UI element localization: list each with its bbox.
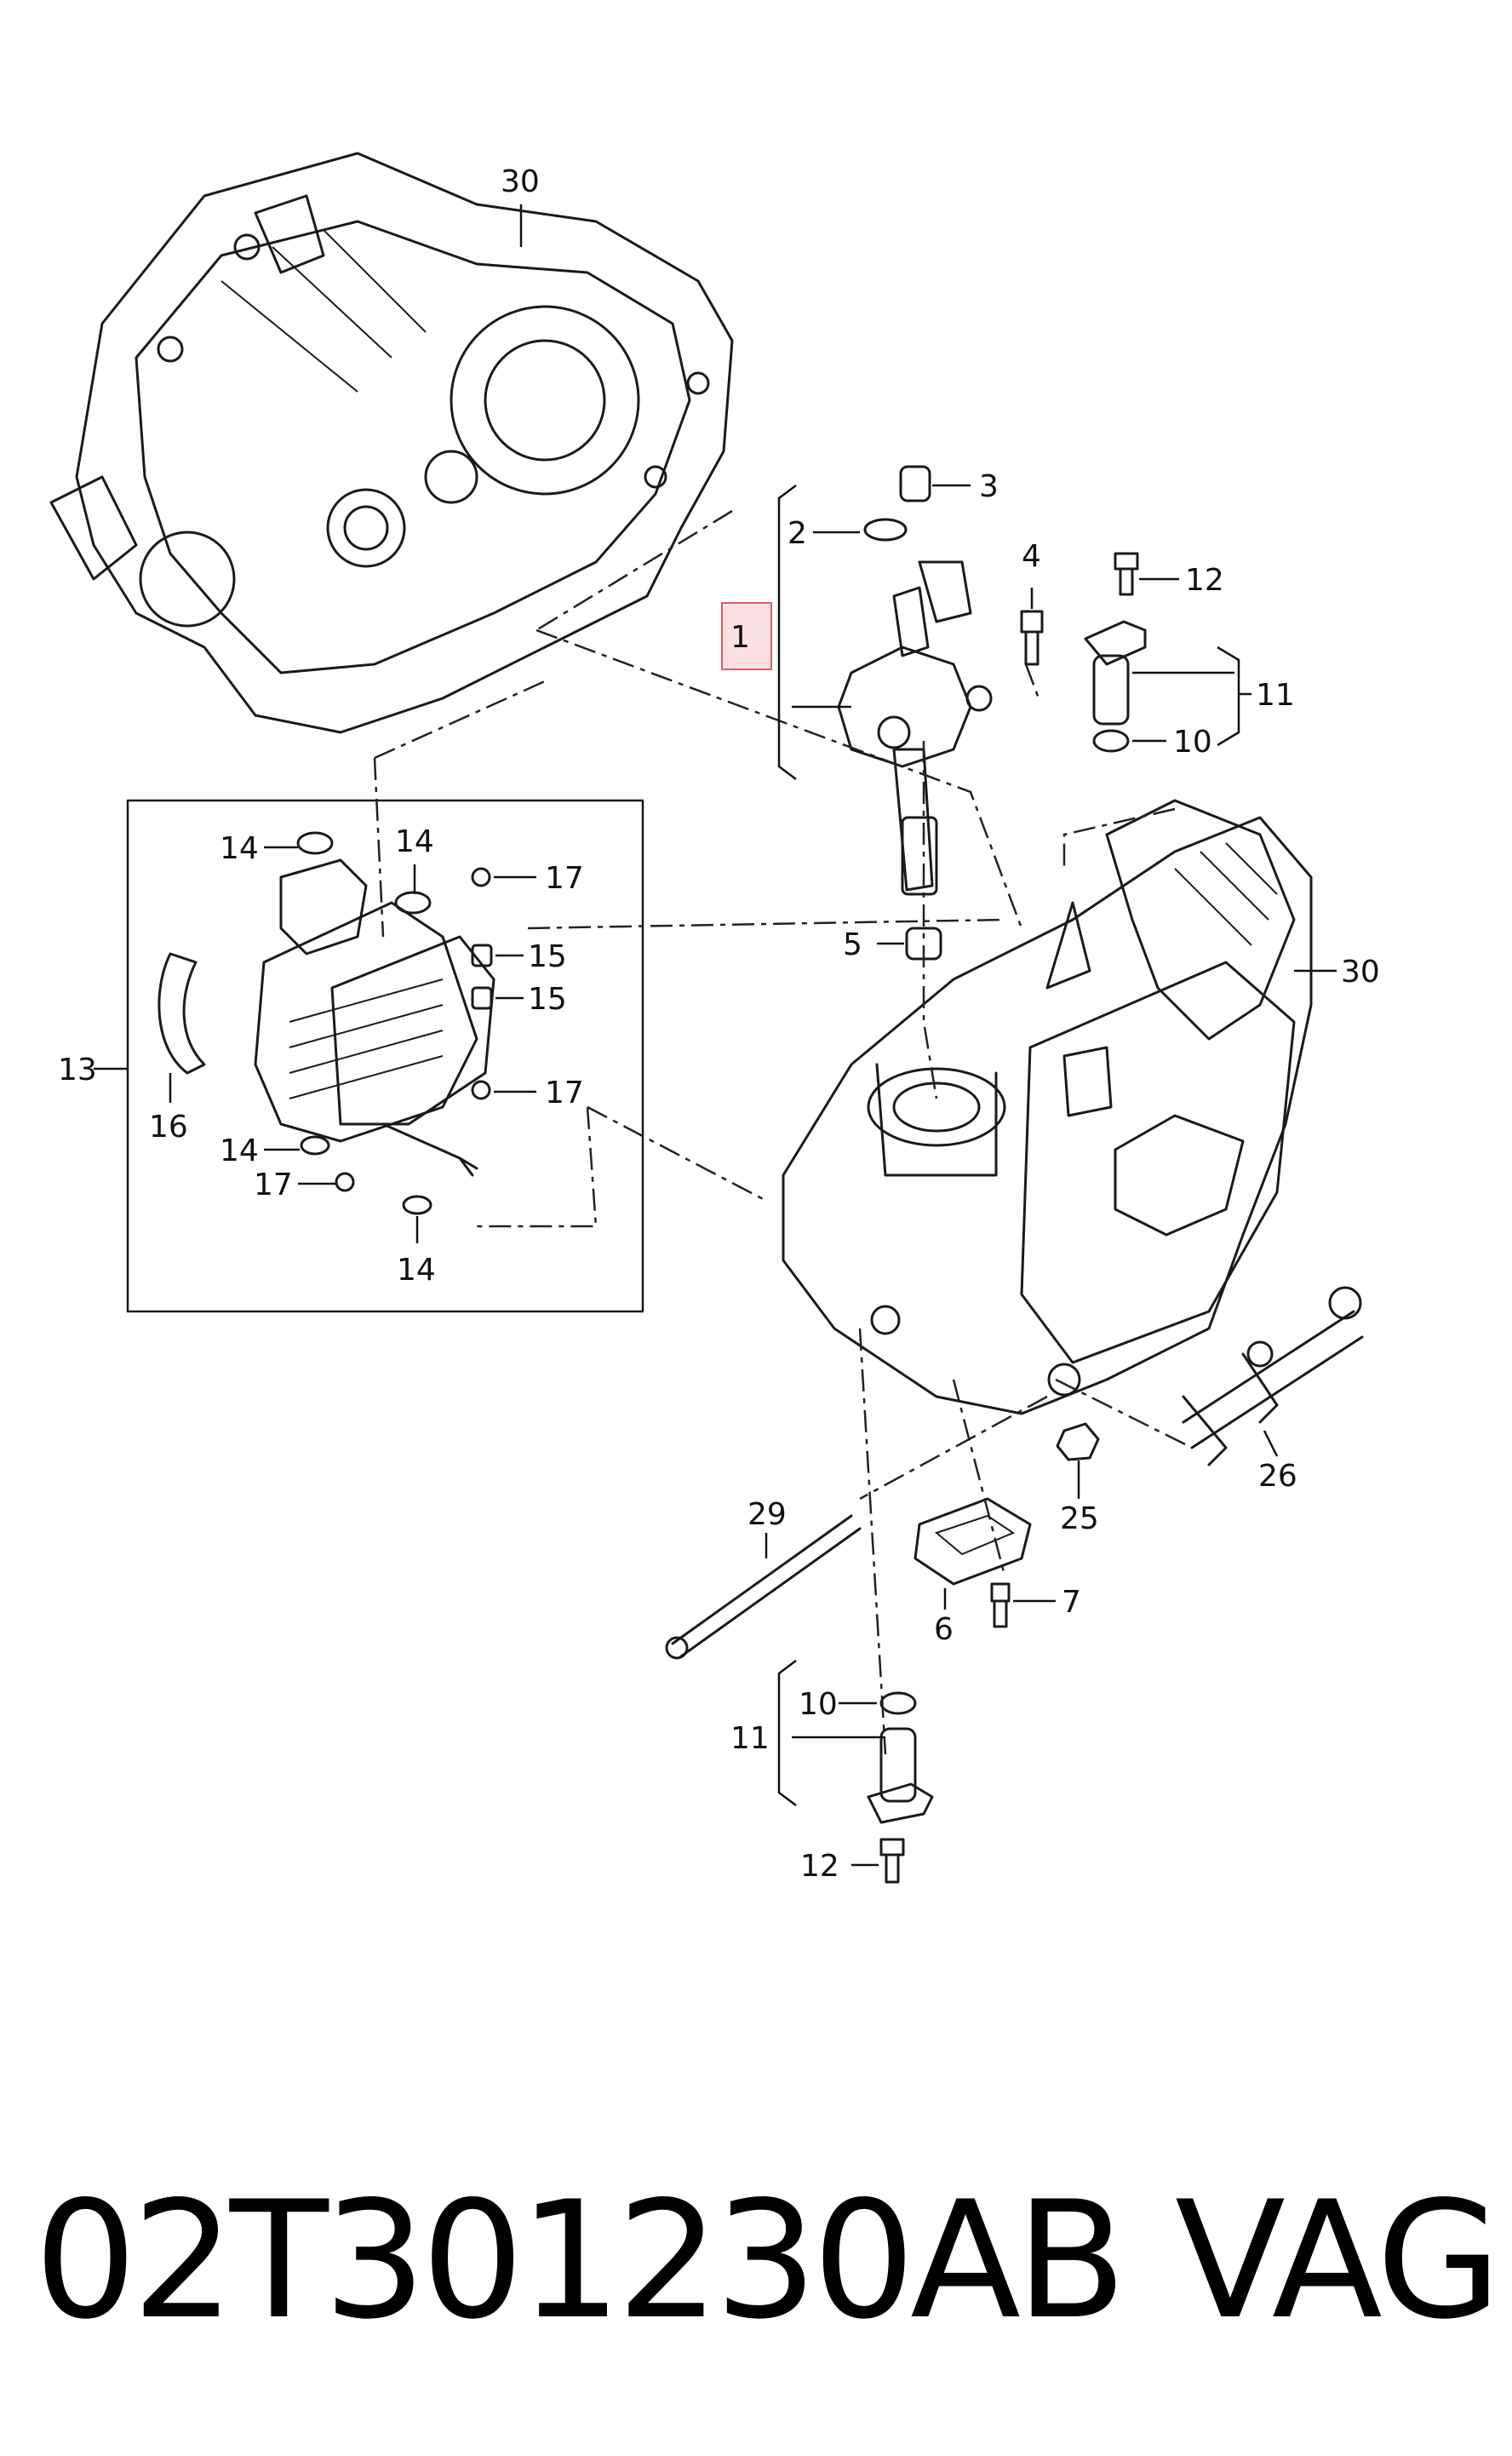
callout-11-upper: 11 (1256, 678, 1295, 713)
callout-3: 3 (979, 469, 999, 504)
callout-6: 6 (934, 1612, 954, 1647)
callout-30-upper: 30 (501, 164, 540, 199)
gearbox-housing-upper (49, 152, 734, 734)
callout-25: 25 (1060, 1501, 1099, 1536)
callout-11-lower: 11 (730, 1721, 770, 1756)
callout-17-b: 17 (545, 1076, 584, 1110)
assembly-lines (373, 509, 1193, 1755)
callout-10-lower: 10 (799, 1687, 838, 1722)
callout-12-lower: 12 (800, 1849, 839, 1884)
callout-15-a: 15 (528, 939, 567, 974)
callout-16: 16 (149, 1110, 188, 1145)
callout-12-upper: 12 (1185, 563, 1224, 598)
callout-17-c: 17 (254, 1168, 293, 1202)
callout-7: 7 (1062, 1585, 1081, 1620)
callout-13: 13 (58, 1053, 97, 1087)
callout-5: 5 (843, 927, 862, 962)
part-number-text: 02T301230AB (34, 2166, 1126, 2355)
leader-lines (94, 204, 1337, 1867)
callout-17-a: 17 (545, 861, 584, 896)
callout-2: 2 (788, 516, 807, 551)
callout-14-c: 14 (220, 1133, 259, 1168)
callout-15-b: 15 (528, 982, 567, 1017)
callout-labels: 1 2 3 4 12 11 10 5 30 30 25 26 29 6 7 10… (58, 164, 1380, 1884)
inset-shift-mechanism (126, 799, 644, 1313)
callout-10-upper: 10 (1173, 725, 1212, 760)
callout-30-lower: 30 (1341, 955, 1380, 990)
callout-14-b: 14 (395, 824, 434, 859)
callout-29: 29 (747, 1497, 787, 1532)
brand-text: VAG (1175, 2166, 1502, 2355)
callout-14-a: 14 (220, 831, 259, 866)
callout-1-highlight (721, 602, 772, 670)
callout-4: 4 (1022, 539, 1041, 574)
small-parts (665, 465, 1364, 1884)
callout-14-d: 14 (397, 1253, 436, 1288)
callout-26: 26 (1258, 1459, 1297, 1494)
gear-selector-assembly (837, 560, 993, 896)
callout-1: 1 (730, 620, 750, 655)
gearbox-housing-lower (782, 799, 1313, 1415)
